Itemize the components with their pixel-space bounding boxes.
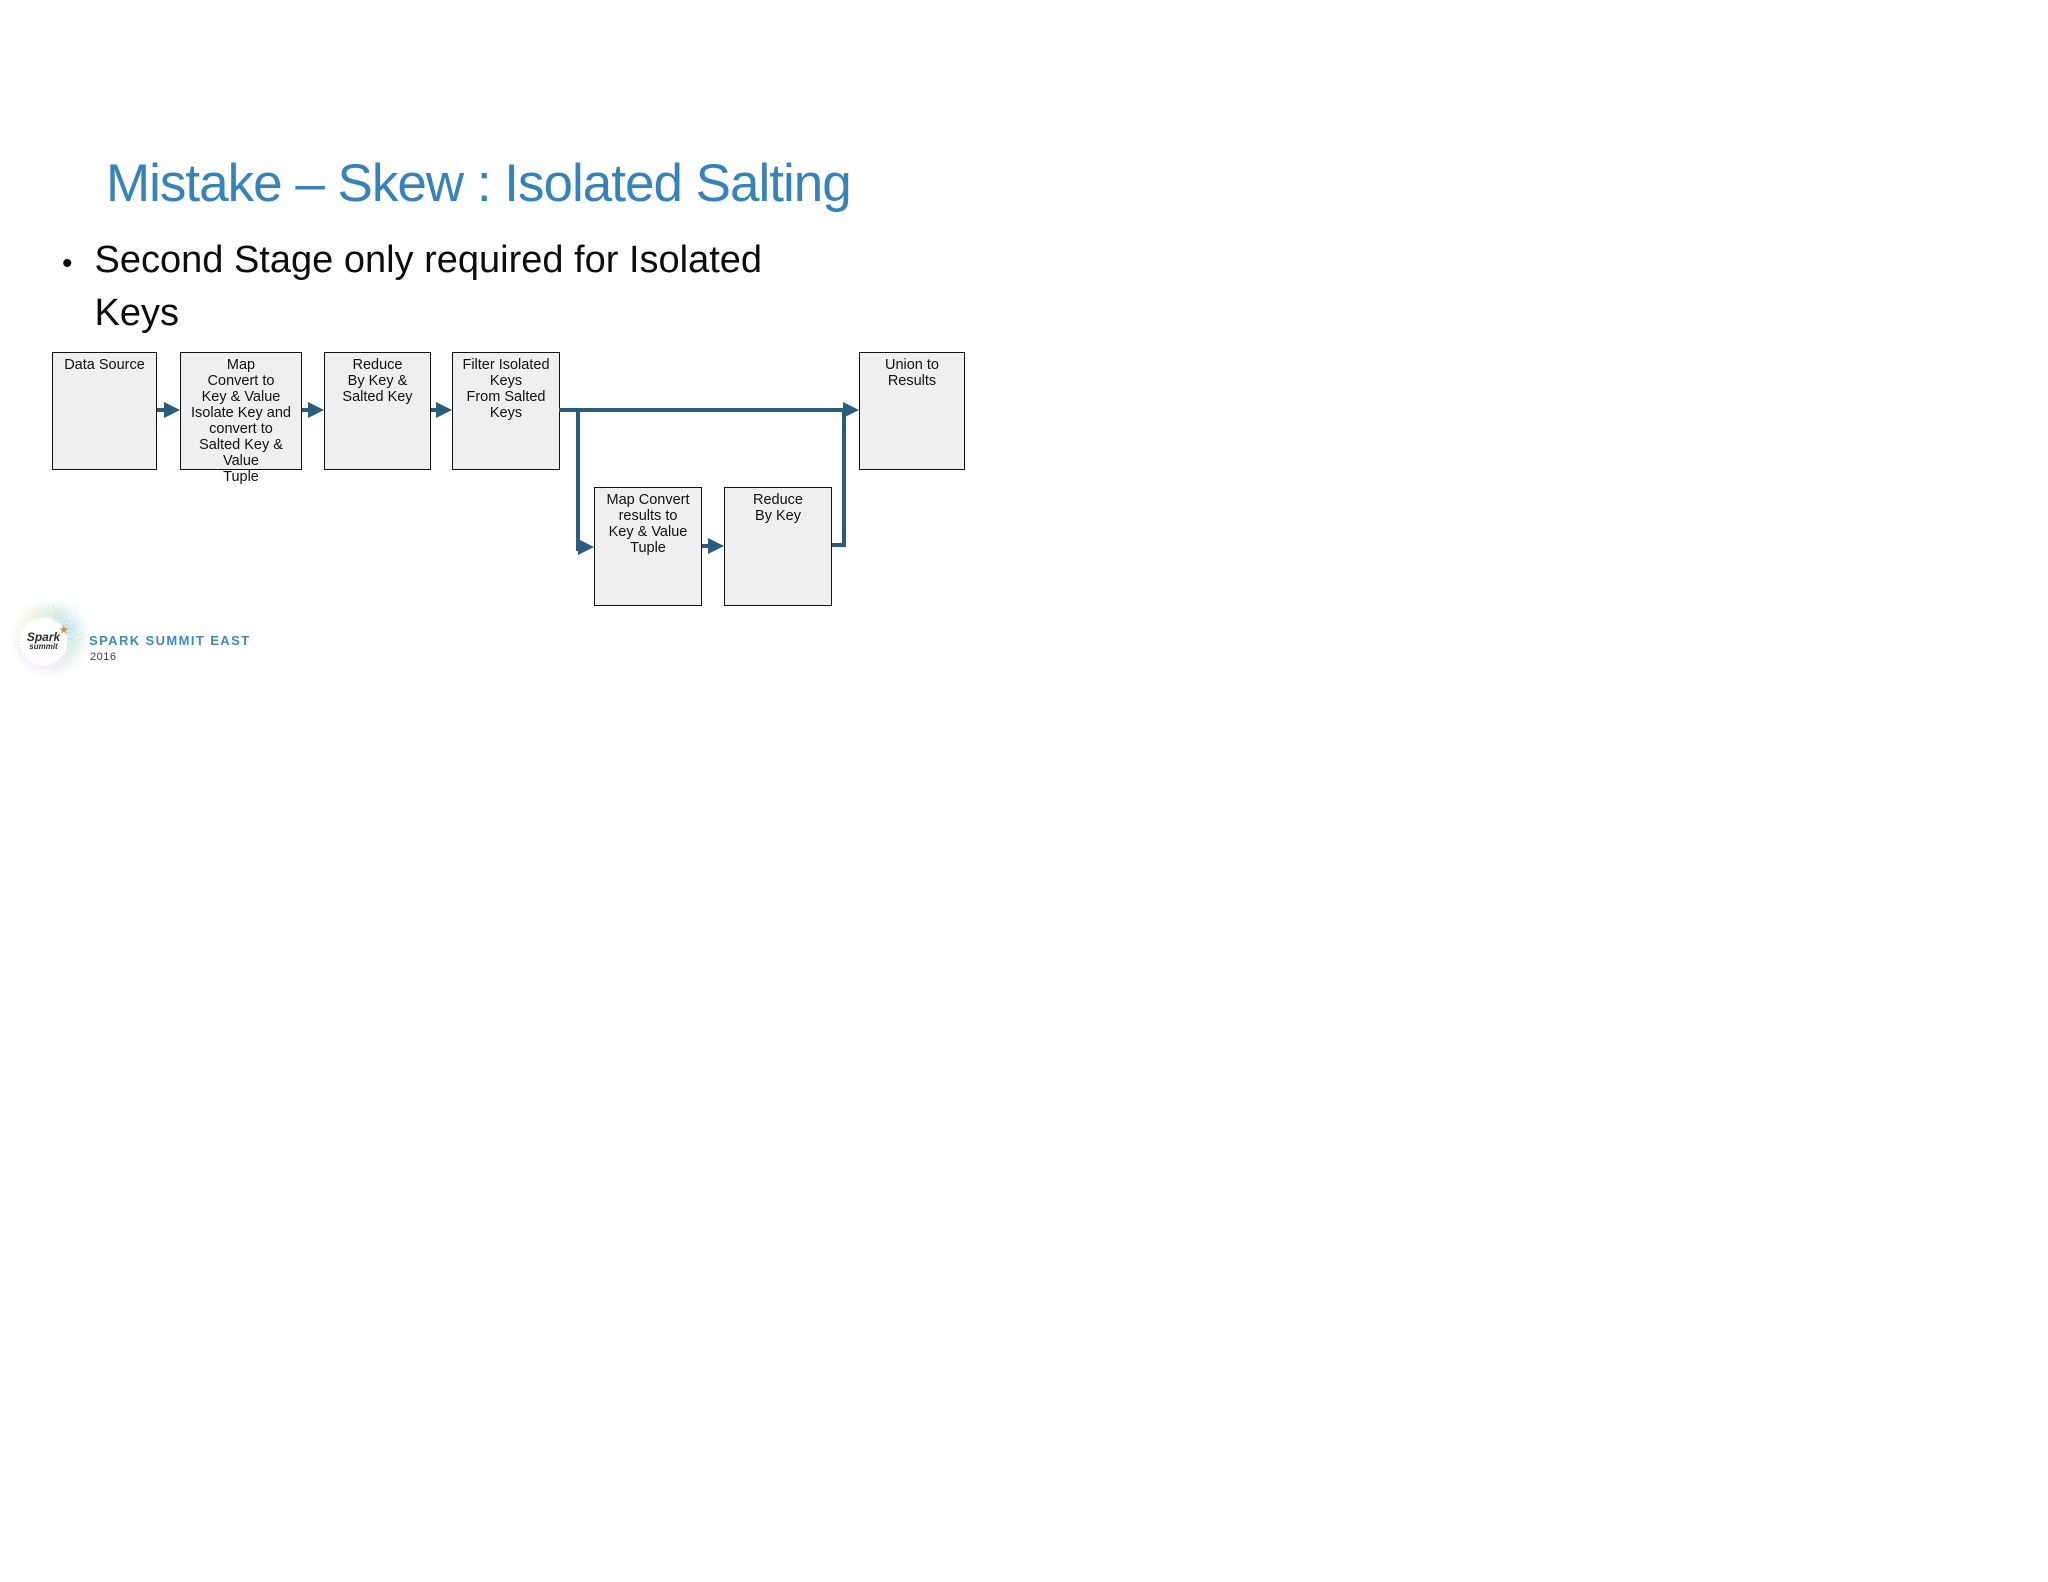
arrowhead-icon — [164, 401, 180, 418]
flow-box-union-to-results: Union to Results — [859, 352, 965, 470]
slide-canvas: Mistake – Skew : Isolated Salting • Seco… — [0, 0, 1024, 791]
connector-map-to-reduce — [302, 407, 310, 412]
arrowhead-icon — [436, 401, 452, 418]
flow-box-reduce-by-key: Reduce By Key — [724, 487, 832, 606]
flow-box-label: Data Source — [64, 357, 145, 373]
flow-box-label: Filter Isolated Keys From Salted Keys — [462, 357, 550, 421]
connector-reduce-to-filter — [431, 407, 439, 412]
flow-box-filter-isolated-keys: Filter Isolated Keys From Salted Keys — [452, 352, 560, 470]
bullet-text: Second Stage only required for Isolated … — [94, 239, 763, 334]
flow-box-reduce-by-key-salted: Reduce By Key & Salted Key — [324, 352, 431, 470]
connector-mapresults-to-reducebykey — [702, 544, 710, 548]
logo-wordmark-secondary: summit — [29, 642, 58, 651]
slide-title: Mistake – Skew : Isolated Salting — [106, 154, 852, 213]
connector-reducebykey-stub — [832, 543, 846, 547]
bullet-item: • Second Stage only required for Isolate… — [62, 234, 822, 340]
logo-wordmark: Spark★ — [26, 625, 69, 644]
arrowhead-icon — [308, 401, 324, 418]
flow-box-label: Reduce By Key & Salted Key — [342, 357, 413, 405]
flow-box-map-convert-results: Map Convert results to Key & Value Tuple — [594, 487, 702, 606]
connector-filter-to-union — [559, 407, 843, 412]
flow-box-label: Map Convert results to Key & Value Tuple — [606, 492, 690, 556]
arrowhead-icon — [578, 538, 594, 555]
arrowhead-icon — [843, 401, 859, 418]
connector-reducebykey-up — [842, 407, 846, 547]
connector-branch-down — [576, 407, 580, 551]
flow-box-label: Reduce By Key — [753, 492, 803, 524]
flow-box-label: Map Convert to Key & Value Isolate Key a… — [191, 357, 291, 485]
flow-box-data-source: Data Source — [52, 352, 157, 470]
arrowhead-icon — [708, 538, 724, 554]
connector-datasource-to-map — [157, 407, 167, 412]
flow-box-label: Union to Results — [884, 357, 939, 389]
event-name: SPARK SUMMIT EAST — [89, 633, 251, 648]
spark-summit-logo: Spark★ summit — [20, 618, 69, 665]
event-year: 2016 — [90, 651, 117, 663]
bullet-marker: • — [62, 247, 73, 280]
star-icon: ★ — [59, 625, 69, 636]
flow-box-map-convert-salted: Map Convert to Key & Value Isolate Key a… — [180, 352, 302, 485]
